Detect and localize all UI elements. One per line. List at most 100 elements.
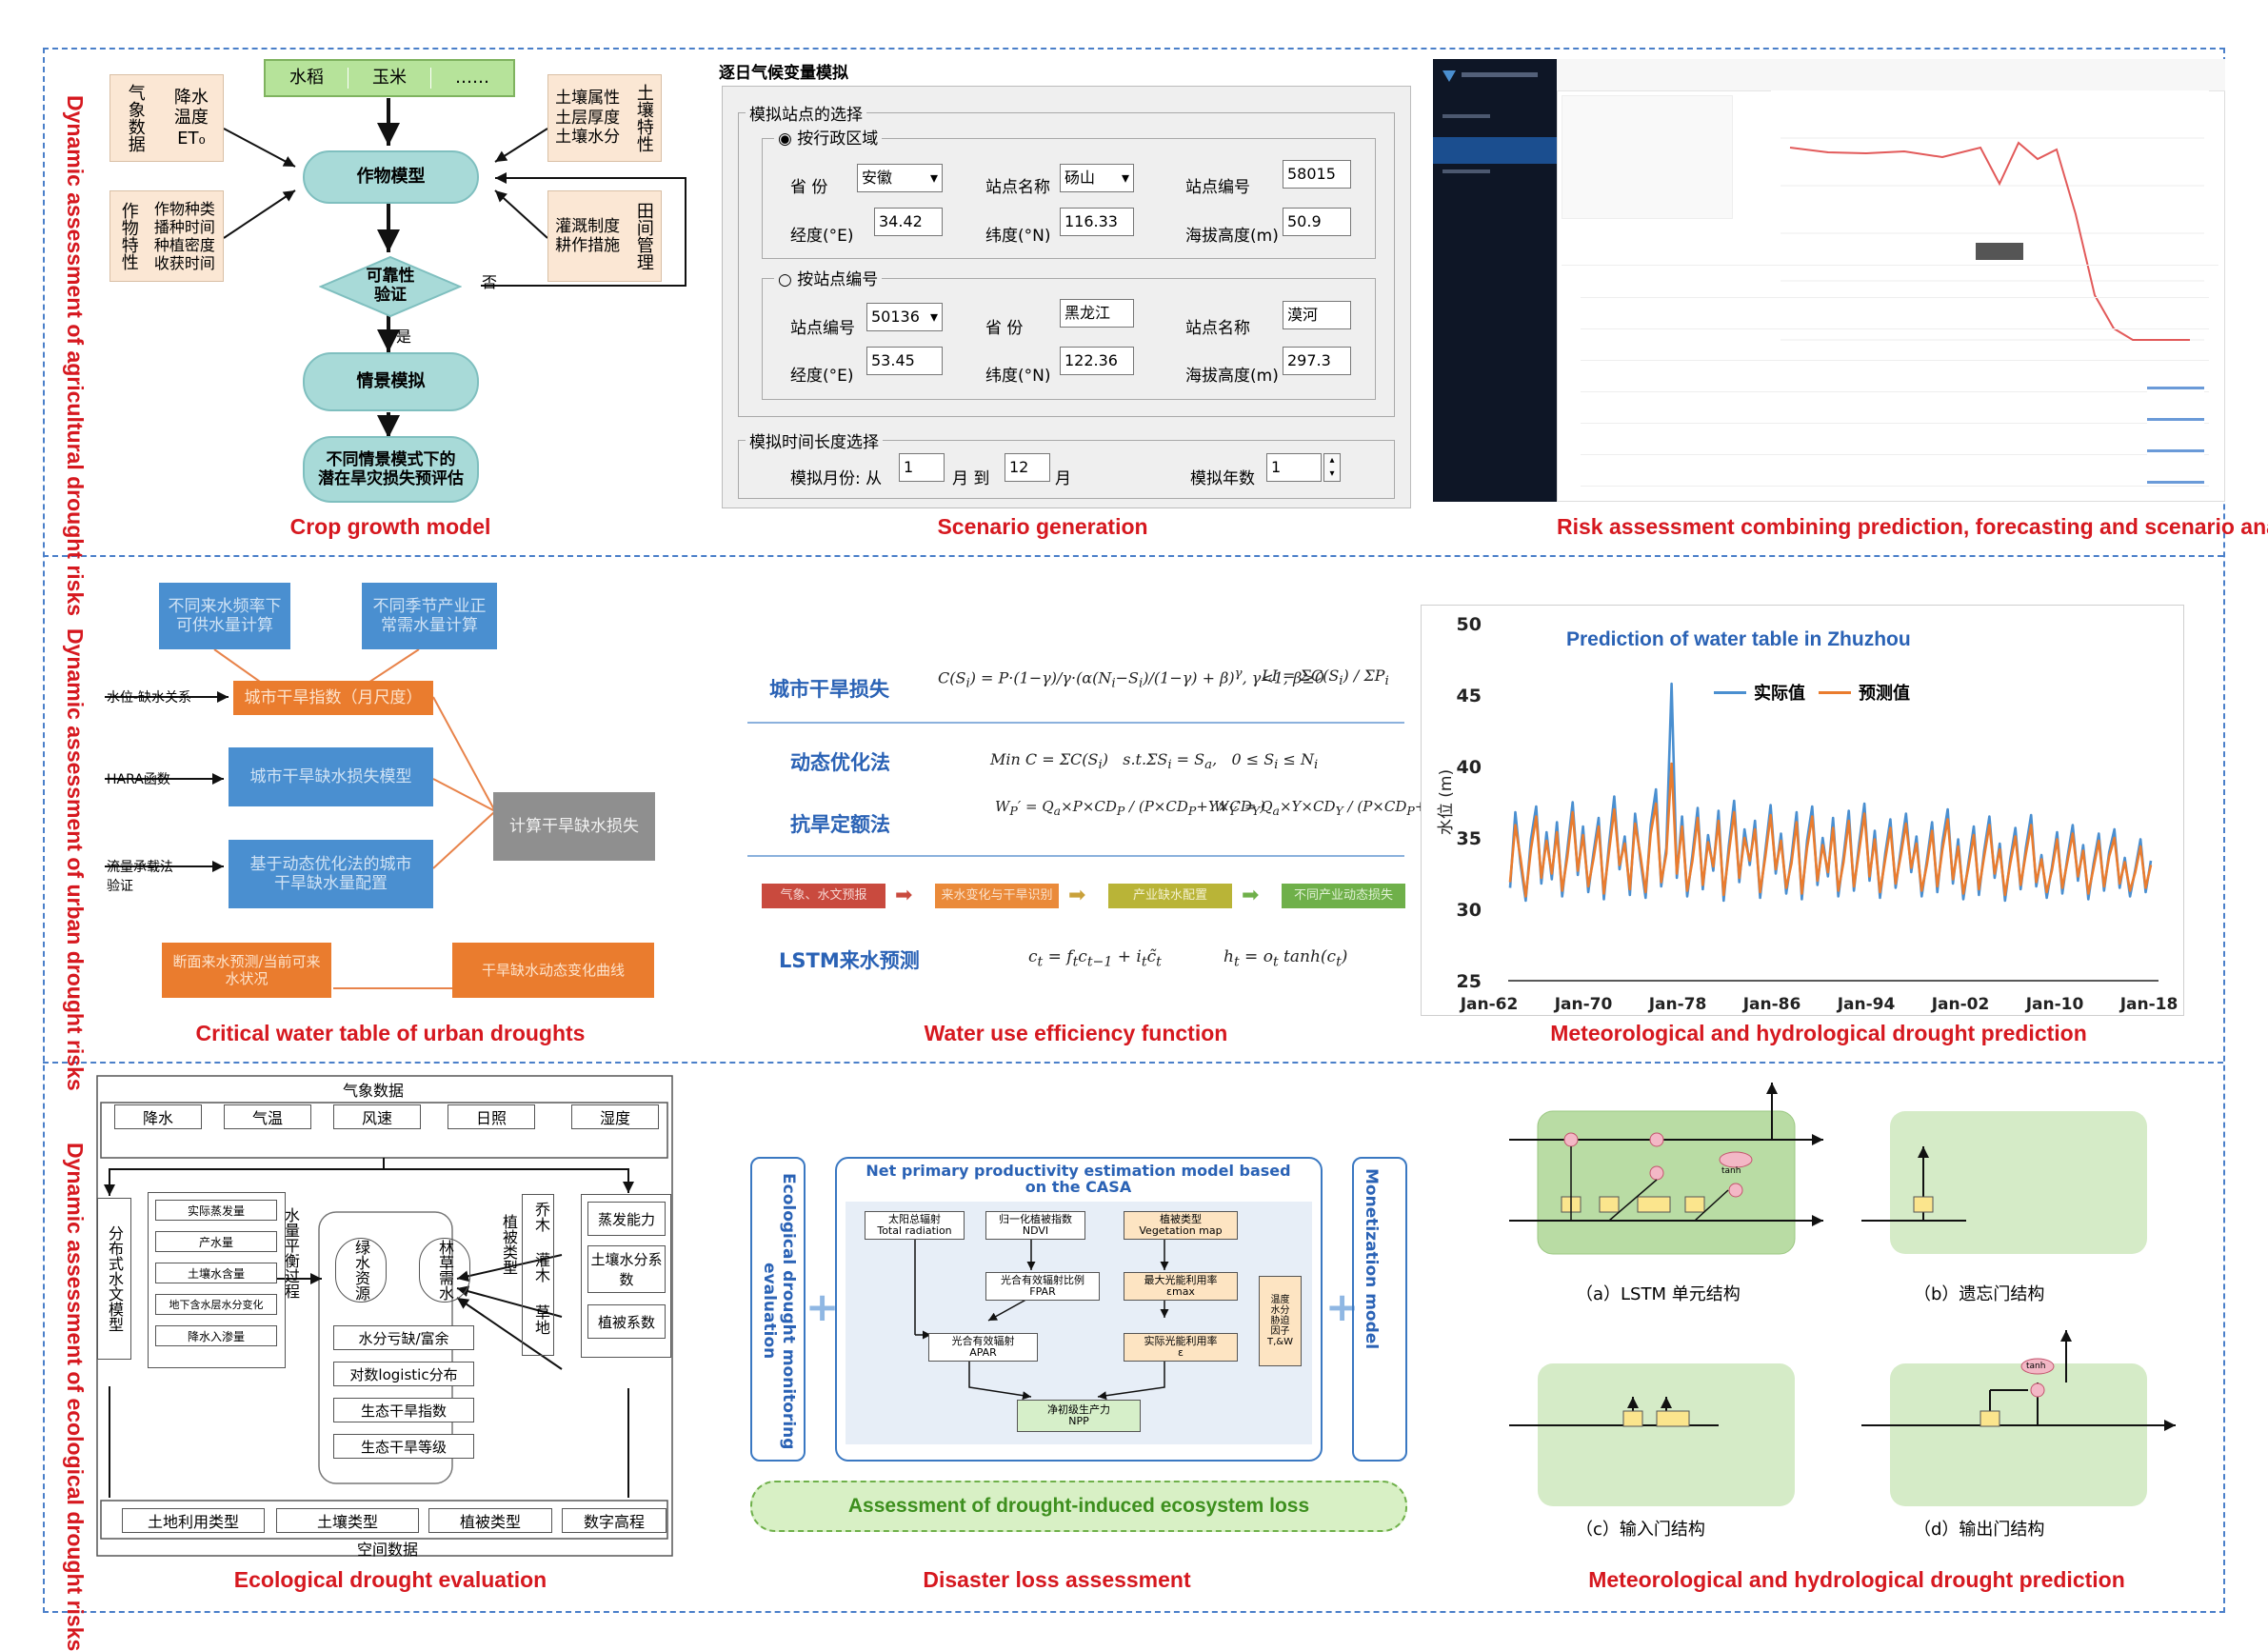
field-mgmt-items: 灌溉制度 耕作措施 [555, 216, 621, 255]
table-action-links[interactable] [2147, 362, 2204, 486]
table-row [1581, 391, 2209, 392]
by-region-label: 按行政区域 [797, 129, 879, 149]
station-name-label: 站点名称 [985, 178, 1050, 197]
longitude-label: 经度(°E) [790, 227, 854, 246]
lstm-formula-c: ct = ftct−1 + itc̃t [1028, 947, 1162, 970]
nav-item[interactable] [1442, 114, 1490, 118]
r1-alt-input[interactable]: 50.9 [1283, 208, 1351, 236]
tanh-label: tanh [2026, 1362, 2046, 1371]
station-code-label: 站点编号 [1185, 178, 1250, 197]
r2-alt-input[interactable]: 297.3 [1283, 347, 1351, 375]
r1-province-select[interactable]: 安徽▾ [857, 164, 943, 192]
y-tick-label: 40 [1457, 757, 1482, 778]
casa-title: Net primary productivity estimation mode… [865, 1162, 1291, 1196]
month-to-input[interactable]: 12 [1005, 453, 1050, 482]
hydro-items-group [148, 1192, 286, 1368]
water-level-relation: 水位-缺水关系 [107, 690, 192, 706]
row-label-ecological: Dynamic assessment of ecological drought… [63, 1143, 88, 1651]
crop-traits-box: 作物特性 作物种类 播种时间 种植密度 收获时间 [109, 190, 224, 282]
longitude-label-2: 经度(°E) [790, 367, 854, 386]
crop-model-arrows [223, 98, 686, 438]
altitude-label-2: 海拔高度(m) [1185, 367, 1279, 386]
r1-province-value: 安徽 [862, 169, 893, 187]
chart-legend: 实际值 预测值 [1714, 680, 1910, 705]
caption-met-hydro-2: Meteorological and hydrological drought … [1588, 1567, 2125, 1592]
r1-code-input[interactable]: 58015 [1283, 160, 1351, 189]
years-stepper[interactable]: 1 [1266, 453, 1322, 482]
lstm-caption-a: （a）LSTM 单元结构 [1576, 1284, 1741, 1304]
stepper-arrows-icon[interactable]: ▴▾ [1323, 453, 1341, 482]
table-row [1581, 423, 2209, 424]
flow-step-1: 气象、水文预报 [762, 884, 885, 908]
veg-item-grass: 草地 [532, 1304, 550, 1335]
table-row [1581, 486, 2209, 487]
hydro-item: 实际蒸发量 [155, 1200, 277, 1221]
x-tick-label: Jan-02 [1931, 995, 1990, 1014]
urban-drought-index-box: 城市干旱指数（月尺度） [233, 681, 433, 715]
r1-station-select[interactable]: 砀山▾ [1060, 164, 1134, 192]
met-data-items: 降水 温度 ET₀ [173, 87, 209, 149]
station-code-label-2: 站点编号 [790, 319, 855, 338]
row-label-agricultural: Dynamic assessment of agricultural droug… [63, 95, 88, 617]
time-group-label: 模拟时间长度选择 [746, 428, 883, 452]
chart-title: Prediction of water table in Zhuzhou [1566, 628, 1911, 650]
province-label: 省 份 [790, 178, 828, 197]
r1-lon-input[interactable]: 34.42 [874, 208, 943, 236]
month-from-input[interactable]: 1 [899, 453, 945, 482]
nav-item-active[interactable] [1433, 137, 1557, 164]
casa-stress: 温度 水分 胁迫 因子 T,&W [1259, 1276, 1302, 1366]
caption-eco-eval: Ecological drought evaluation [233, 1567, 547, 1592]
latitude-label-2: 纬度(°N) [985, 367, 1051, 386]
lstm-caption-b: （b）遗忘门结构 [1914, 1284, 2045, 1304]
hydro-item: 土壤水含量 [155, 1263, 277, 1283]
y-tick-label: 35 [1457, 828, 1482, 849]
x-tick-label: Jan-62 [1460, 995, 1519, 1014]
r2-lat-input[interactable]: 122.36 [1060, 347, 1134, 375]
legend-swatch-pred [1819, 690, 1851, 694]
coef-group [581, 1194, 671, 1358]
space-item-landuse: 土地利用类型 [122, 1508, 265, 1533]
casa-npp: 净初级生产力 NPP [1017, 1400, 1141, 1432]
r1-station-value: 砀山 [1064, 169, 1096, 187]
space-item-dem: 数字高程 [562, 1508, 666, 1533]
table-row [1581, 360, 2209, 361]
x-tick-label: Jan-10 [2025, 995, 2084, 1014]
met-data-label: 气象数据 [125, 84, 146, 152]
table-row [1581, 297, 2209, 298]
x-tick-label: Jan-18 [2119, 995, 2178, 1014]
soil-label: 土壤特性 [633, 84, 654, 152]
r2-lon-input[interactable]: 53.45 [866, 347, 943, 375]
nav-item[interactable] [1442, 169, 1490, 173]
caption-water-eff: Water use efficiency function [924, 1021, 1228, 1045]
by-code-radio[interactable]: ○ 按站点编号 [774, 266, 883, 289]
met-data-title: 气象数据 [343, 1082, 405, 1100]
eco-loss-banner: Assessment of drought-induced ecosystem … [750, 1481, 1407, 1532]
arrow-right-icon: ➡ [895, 884, 913, 907]
r2-province-input[interactable]: 黑龙江 [1060, 299, 1134, 328]
time-group [738, 440, 1395, 499]
caption-disaster: Disaster loss assessment [923, 1567, 1191, 1592]
r1-lat-input[interactable]: 116.33 [1060, 208, 1134, 236]
y-tick-label: 25 [1457, 971, 1482, 992]
station-group-label: 模拟站点的选择 [746, 101, 866, 125]
flow-capacity-method: 流量承载法 验证 [107, 860, 173, 894]
by-region-radio[interactable]: ◉ 按行政区域 [774, 125, 883, 149]
r2-code-value: 50136 [871, 308, 920, 326]
r2-code-select[interactable]: 50136▾ [866, 303, 943, 331]
x-tick-label: Jan-94 [1837, 995, 1896, 1014]
divider [747, 855, 1404, 857]
x-tick-label: Jan-86 [1742, 995, 1801, 1014]
eco-step-1: 水分亏缺/富余 [333, 1325, 474, 1350]
hydro-item: 降水入渗量 [155, 1325, 277, 1346]
met-item-sun: 日照 [448, 1104, 535, 1129]
demand-calc-box: 不同季节产业正 常需水量计算 [362, 583, 497, 649]
r2-station-input[interactable]: 漠河 [1283, 301, 1351, 329]
field-mgmt-label: 田间管理 [633, 202, 654, 270]
evap-capacity: 蒸发能力 [587, 1202, 666, 1236]
station-name-label-2: 站点名称 [1185, 319, 1250, 338]
loss-formula: C(Si) = P·(1−γ)/γ·(α(Ni−Si)/(1−γ) + β)γ,… [938, 666, 1324, 691]
field-mgmt-box: 灌溉制度 耕作措施 田间管理 [547, 190, 662, 282]
met-item-temp: 气温 [224, 1104, 311, 1129]
x-tick-label: Jan-70 [1554, 995, 1613, 1014]
row-separator [43, 555, 2223, 557]
